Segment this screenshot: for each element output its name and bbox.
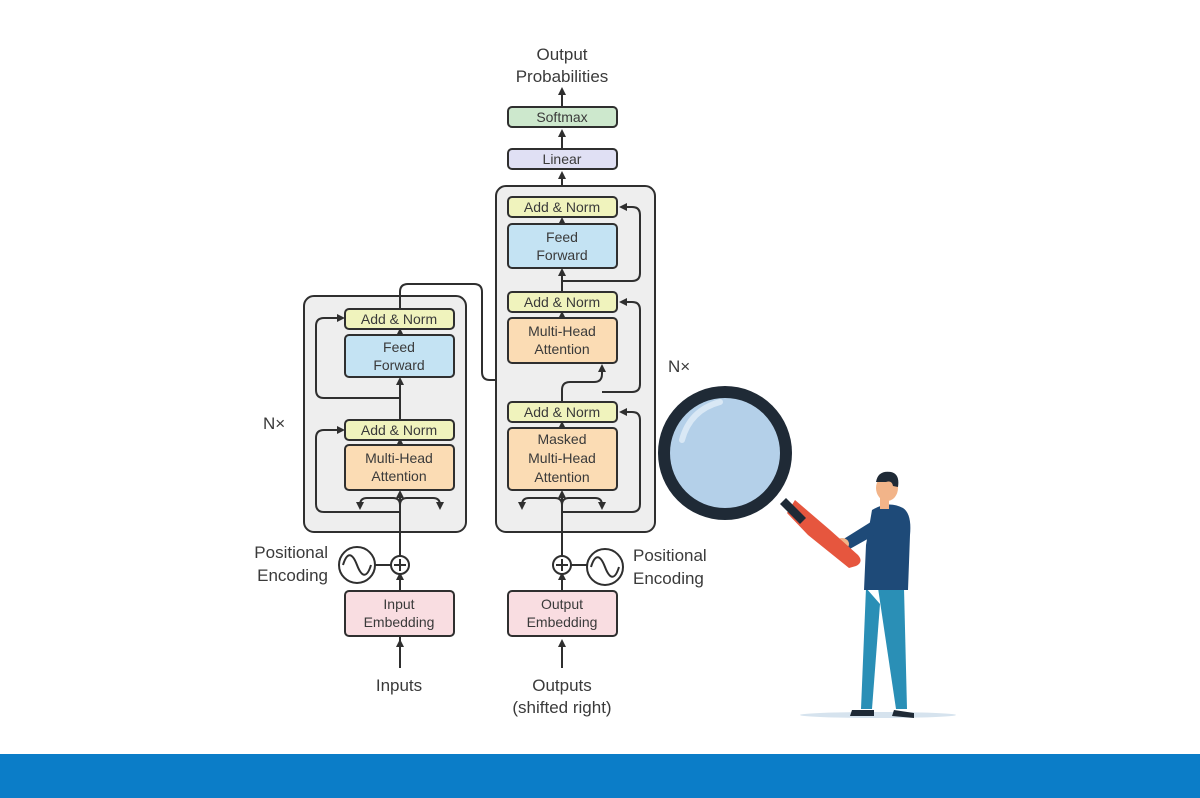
- left-shoe: [850, 710, 874, 716]
- encoder-feed-forward-label-2: Forward: [373, 357, 424, 373]
- output-embedding-label-2: Embedding: [527, 614, 598, 630]
- right-shoe: [892, 710, 914, 718]
- decoder-attention-label-2: Attention: [534, 341, 589, 357]
- decoder-positional-encoding-label-2: Encoding: [633, 569, 704, 588]
- decoder-multi-head-attention: [507, 317, 618, 364]
- input-embedding-label-1: Input: [383, 596, 414, 612]
- output-embedding-label-1: Output: [541, 596, 583, 612]
- encoder-feed-forward-label-1: Feed: [383, 339, 415, 355]
- decoder-repeat-label: N×: [668, 357, 690, 376]
- lens-highlight: [679, 399, 723, 443]
- encoder-positional-encoding-label-2: Encoding: [257, 566, 328, 585]
- decoder-masked-multi-head-attention: [507, 427, 618, 491]
- encoder-add-norm-top: [344, 308, 455, 330]
- encoder-input-embedding: [344, 590, 455, 637]
- decoder-feed-forward-label-1: Feed: [546, 229, 578, 245]
- linear-block: [507, 148, 618, 170]
- masked-attention-label-2: Multi-Head: [528, 450, 596, 466]
- encoder-add-norm-bottom-label: Add & Norm: [361, 422, 437, 438]
- bottom-bar: [0, 754, 1200, 798]
- decoder-add-norm-middle: [507, 291, 618, 313]
- encoder-multi-head-attention: [344, 444, 455, 491]
- encoder-attention-label-1: Multi-Head: [365, 450, 433, 466]
- linear-label: Linear: [543, 151, 582, 167]
- outputs-label: Outputs: [532, 676, 592, 695]
- right-leg: [878, 588, 907, 709]
- decoder-positional-encoding-label-1: Positional: [633, 546, 707, 565]
- arm: [842, 520, 880, 550]
- decoder-add-norm-top-label: Add & Norm: [524, 199, 600, 215]
- floor-shadow: [800, 712, 956, 718]
- left-leg: [861, 588, 880, 709]
- magnifier-lens: [670, 398, 780, 508]
- encoder-add-norm-bottom: [344, 419, 455, 441]
- magnifying-glass-icon: [658, 386, 861, 568]
- encoder-feed-forward: [344, 334, 455, 378]
- output-probabilities-label-2: Probabilities: [516, 67, 609, 86]
- neck: [880, 497, 889, 509]
- softmax-label: Softmax: [536, 109, 587, 125]
- softmax-block: [507, 106, 618, 128]
- shirt: [864, 504, 911, 590]
- hair: [876, 471, 899, 487]
- decoder-output-embedding: [507, 590, 618, 637]
- person-figure: [800, 471, 956, 718]
- masked-attention-label-1: Masked: [537, 431, 586, 447]
- magnifier-collar: [780, 498, 806, 524]
- decoder-add-norm-middle-label: Add & Norm: [524, 294, 600, 310]
- decoder-add-norm-bottom: [507, 401, 618, 423]
- magnifier-handle: [787, 500, 861, 568]
- outputs-shifted-label: (shifted right): [512, 698, 611, 717]
- decoder-feed-forward: [507, 223, 618, 269]
- decoder-add-norm-top: [507, 196, 618, 218]
- encoder-attention-label-2: Attention: [371, 468, 426, 484]
- decoder-attention-label-1: Multi-Head: [528, 323, 596, 339]
- masked-attention-label-3: Attention: [534, 469, 589, 485]
- decoder-feed-forward-label-2: Forward: [536, 247, 587, 263]
- inputs-label: Inputs: [376, 676, 422, 695]
- encoder-positional-encoding-label-1: Positional: [254, 543, 328, 562]
- input-embedding-label-2: Embedding: [364, 614, 435, 630]
- encoder-add-norm-top-label: Add & Norm: [361, 311, 437, 327]
- output-probabilities-label-1: Output: [536, 45, 587, 64]
- encoder-frame: [303, 295, 467, 533]
- encoder-repeat-label: N×: [263, 414, 285, 433]
- decoder-add-norm-bottom-label: Add & Norm: [524, 404, 600, 420]
